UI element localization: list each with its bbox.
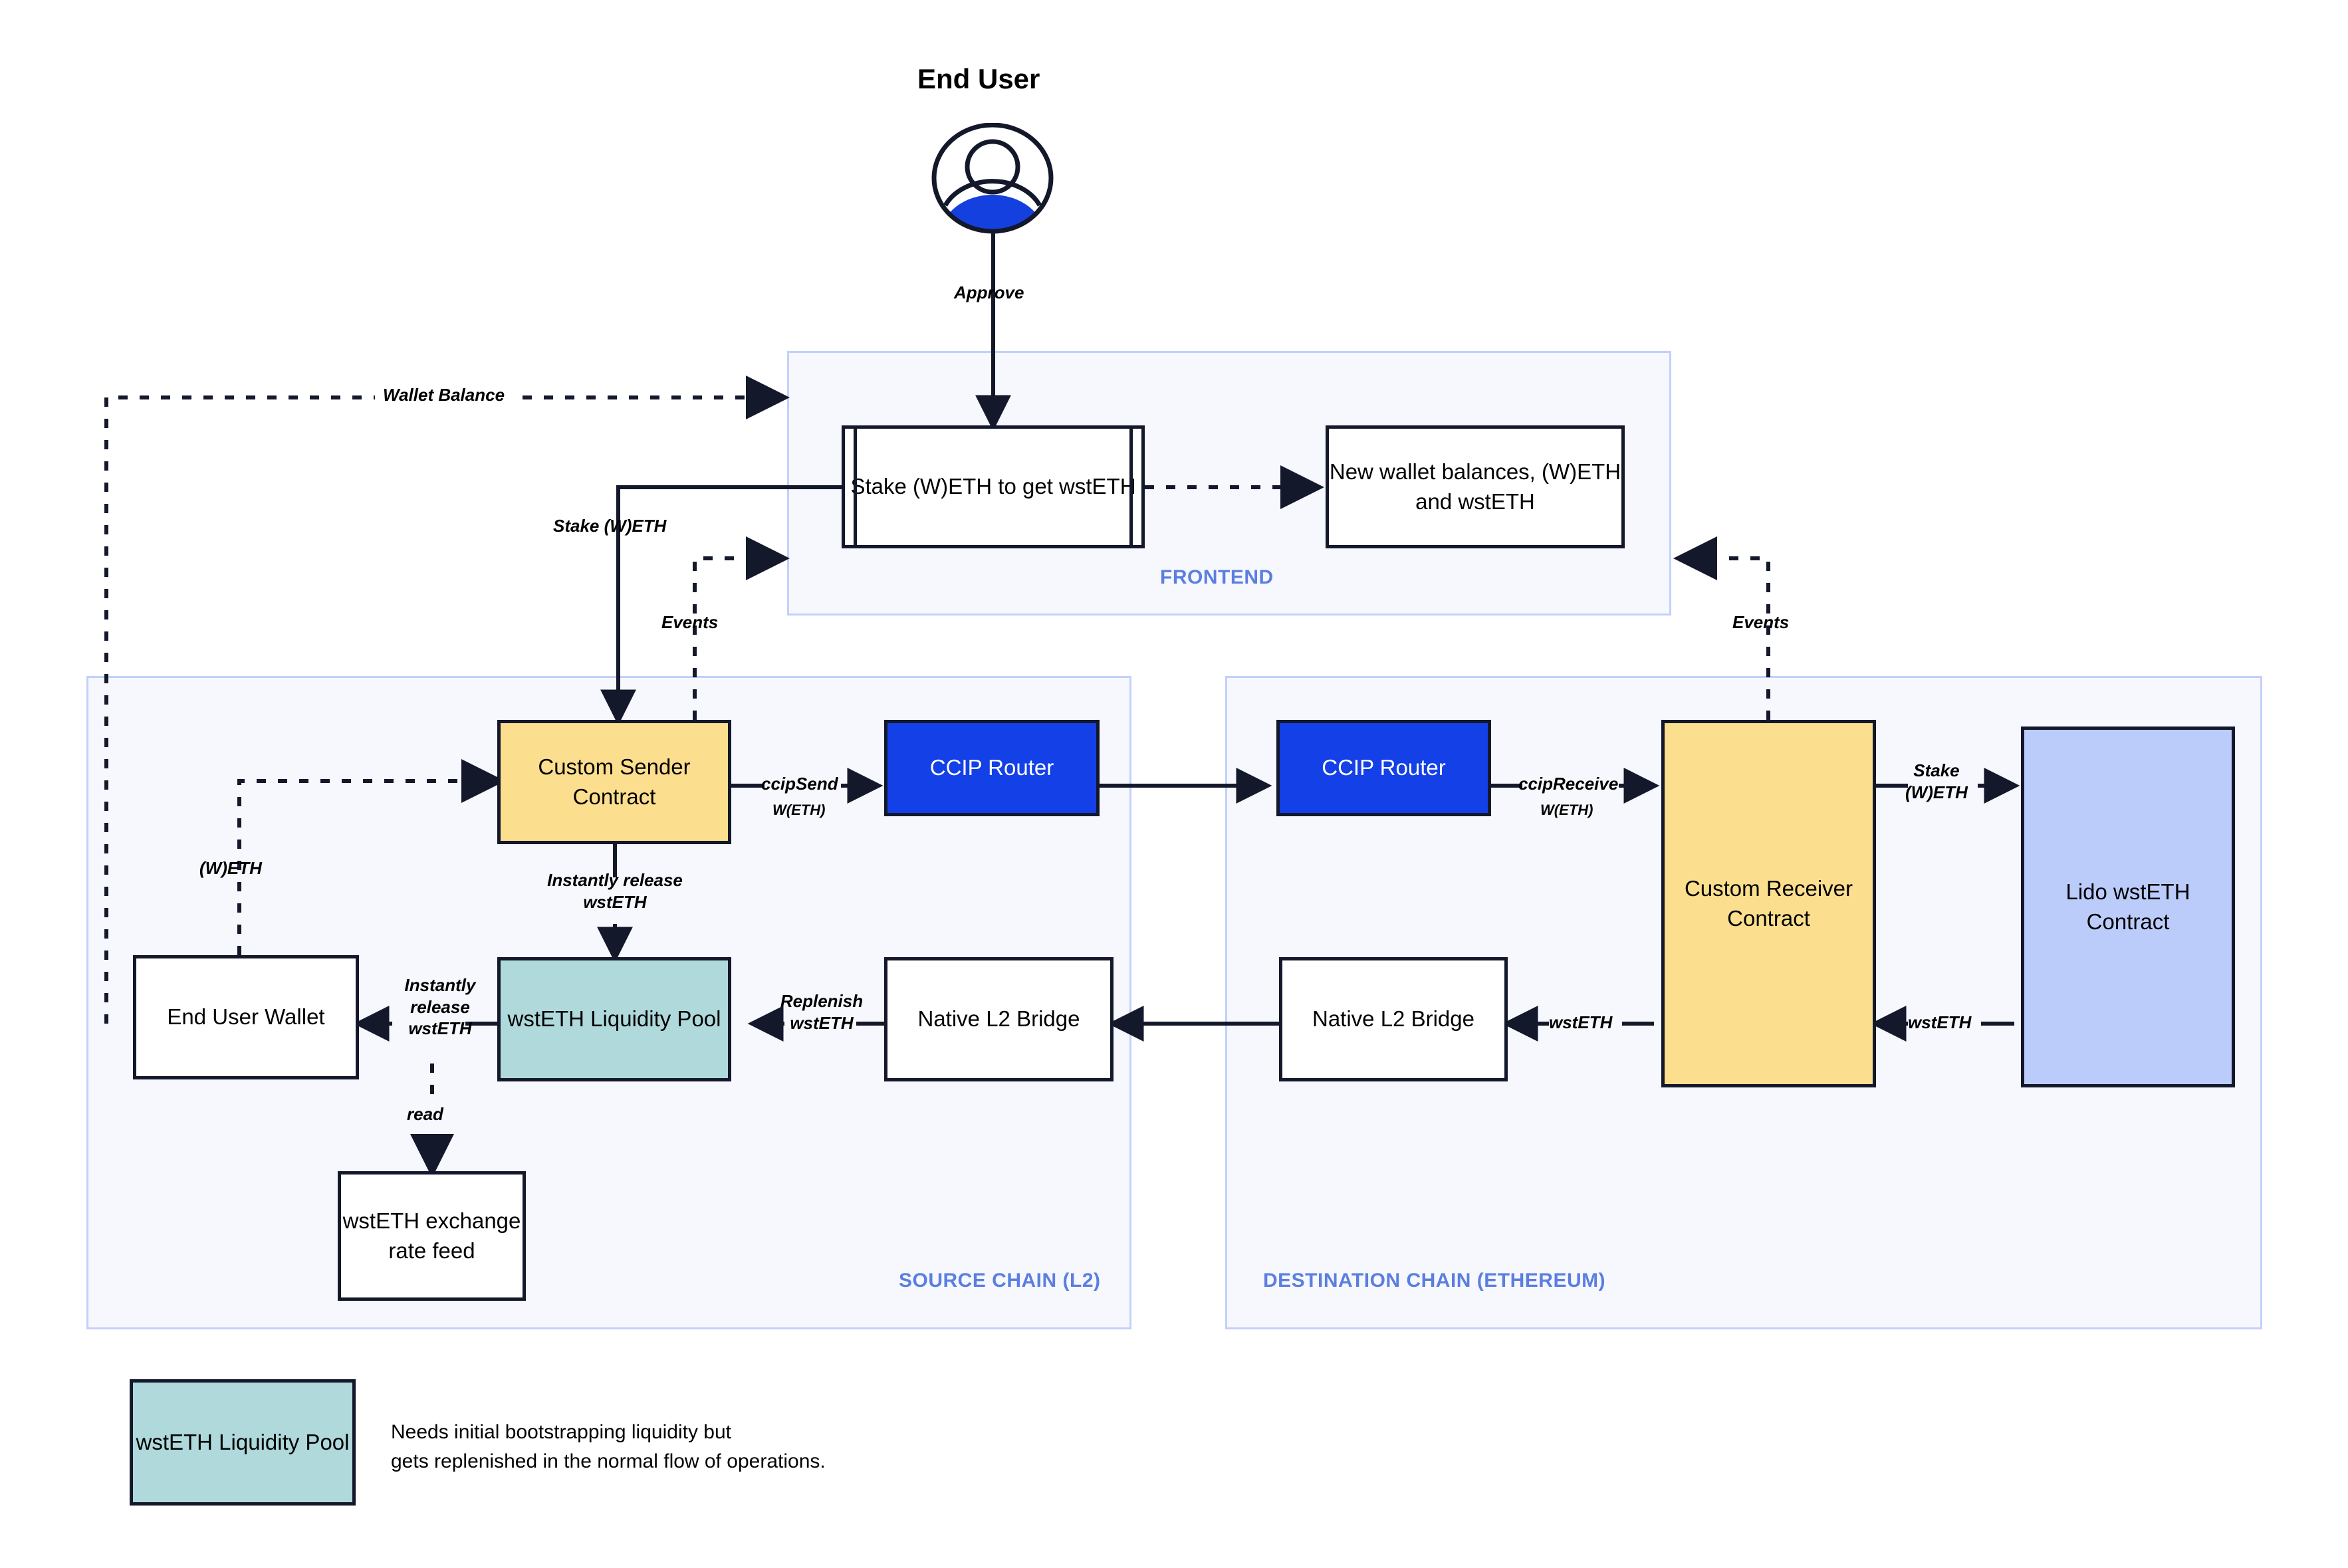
edge-label-approve: Approve [954,282,1024,302]
edge-label-ccip-receive: ccipReceive [1518,774,1619,794]
panel-destination-chain-label: DESTINATION CHAIN (ETHEREUM) [1263,1270,1606,1291]
node-stake-ui-label: Stake (W)ETH to get wstETH [850,474,1136,499]
edge-label-stake-weth: Stake (W)ETH [553,516,667,536]
node-ccip-router-destination[interactable]: CCIP Router [1276,720,1491,816]
node-ccip-router-source[interactable]: CCIP Router [884,720,1100,816]
legend-swatch-label: wstETH Liquidity Pool [136,1429,350,1454]
edge-label-events-right: Events [1732,612,1790,632]
node-native-l2-bridge-source[interactable]: Native L2 Bridge [884,957,1114,1081]
legend-note: Needs initial bootstrapping liquidity bu… [391,1421,826,1472]
edge-label-ccip-receive-token: W(ETH) [1540,802,1593,818]
node-wsteth-exchange-rate-feed[interactable]: wstETH exchange rate feed [338,1171,526,1301]
legend-swatch-liquidity-pool: wstETH Liquidity Pool [130,1379,356,1506]
node-native-l2-bridge-destination[interactable]: Native L2 Bridge [1279,957,1508,1081]
page-title: End User [917,63,1040,94]
node-end-user-wallet-label: End User Wallet [167,1004,325,1030]
edge-label-wsteth-lido-receiver: wstETH [1908,1012,1972,1032]
node-custom-sender-contract[interactable]: Custom Sender Contract [497,720,731,844]
node-end-user-wallet[interactable]: End User Wallet [133,955,359,1079]
node-lido-wsteth-contract-label: Lido wstETH Contract [2065,879,2190,934]
edge-label-weth: (W)ETH [199,858,262,878]
edge-label-instantly-release-pool: Instantly release wstETH [547,870,683,912]
node-wsteth-liquidity-pool[interactable]: wstETH Liquidity Pool [497,957,731,1081]
edge-label-instantly-release-wallet: Instantly release wstETH [404,975,476,1038]
node-lido-wsteth-contract[interactable]: Lido wstETH Contract [2021,727,2235,1087]
node-custom-receiver-contract-label: Custom Receiver Contract [1684,876,1853,931]
edge-label-read: read [407,1104,443,1124]
edge-label-stake-weth-destination: Stake (W)ETH [1905,760,1968,802]
node-native-l2-bridge-destination-label: Native L2 Bridge [1312,1006,1474,1032]
edge-label-wsteth-receiver-bridge: wstETH [1549,1012,1613,1032]
user-avatar-icon [931,123,1054,234]
node-native-l2-bridge-source-label: Native L2 Bridge [917,1006,1080,1032]
edge-label-wallet-balance: Wallet Balance [375,384,513,406]
node-new-balances-ui[interactable]: New wallet balances, (W)ETH and wstETH [1326,425,1625,548]
edge-label-replenish: Replenish wstETH [780,991,864,1033]
edge-label-events-left: Events [661,612,719,632]
edge-label-ccip-send: ccipSend [761,774,838,794]
node-ccip-router-destination-label: CCIP Router [1322,755,1446,780]
node-new-balances-ui-label: New wallet balances, (W)ETH and wstETH [1329,459,1621,514]
edge-label-ccip-send-token: W(ETH) [772,802,826,818]
panel-source-chain-label: SOURCE CHAIN (L2) [899,1270,1101,1291]
node-wsteth-liquidity-pool-label: wstETH Liquidity Pool [507,1006,721,1032]
node-ccip-router-source-label: CCIP Router [929,755,1054,780]
node-custom-sender-contract-label: Custom Sender Contract [538,754,691,809]
node-custom-receiver-contract[interactable]: Custom Receiver Contract [1661,720,1876,1087]
node-wsteth-exchange-rate-feed-label: wstETH exchange rate feed [342,1208,521,1263]
panel-frontend-label: FRONTEND [1160,566,1274,588]
node-stake-ui[interactable]: Stake (W)ETH to get wstETH [842,425,1145,548]
